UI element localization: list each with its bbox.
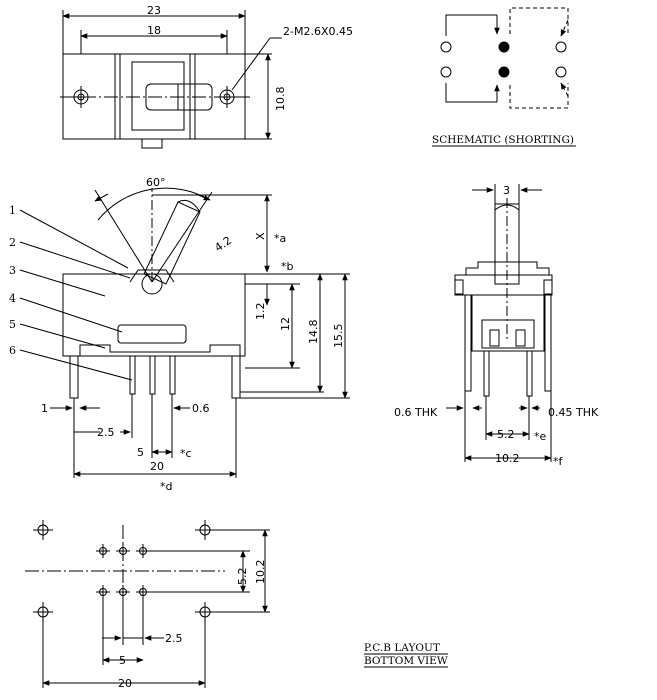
note-b: *b [281,260,294,273]
note-d: *d [160,480,172,493]
end-pin [526,350,533,397]
top-lever [145,83,213,111]
side-view [19,187,350,478]
pcb-mount-hole [33,520,53,540]
part-label-3: 3 [9,264,16,277]
pcb-dim-2-5-label: 2.5 [165,632,183,645]
note-c: *c [180,447,192,460]
pcb-dim-5-2-label: 5.2 [236,568,249,586]
dim-5-label: 5 [137,446,144,459]
end-terminal [544,294,552,392]
part-label-6: 6 [9,344,16,357]
part-label-5: 5 [9,318,16,331]
contact-terminal [440,41,452,53]
dim-23-label: 23 [147,4,161,17]
dim-1-label: 1 [41,402,48,415]
side-pin [231,355,241,399]
contact-terminal [440,66,452,78]
dim-1-2-label: 1.2 [254,303,267,321]
pcb-mount-hole [33,602,53,622]
dim-2-5-label: 2.5 [97,426,115,439]
schematic-caption: SCHEMATIC (SHORTING) [432,134,574,146]
dim-15-5-label: 15.5 [332,324,345,349]
dim-20-label: 20 [150,460,164,473]
side-pin [149,355,156,395]
side-pin [129,355,136,395]
pcb-mount-hole [195,520,215,540]
contact-terminal [555,41,567,53]
part-label-1: 1 [9,204,16,217]
top-view [60,10,282,149]
contact-terminal [555,66,567,78]
end-terminal [464,294,472,392]
note-a: *a [274,232,286,245]
pcb-pin-hole [96,585,110,599]
angle-label: 60° [146,176,166,189]
pcb-pin-hole [96,544,110,558]
note-f: *f [553,455,564,468]
thk-left-label: 0.6 THK [394,406,438,419]
tip-radius-label: 4.2 [212,234,234,255]
common-terminal [498,41,510,53]
side-pin [169,355,176,395]
dim-18-label: 18 [147,24,161,37]
pcb-caption-line2: BOTTOM VIEW [364,655,448,667]
note-e: *e [534,430,547,443]
end-body [471,294,545,352]
end-view [446,184,553,462]
pcb-pin-hole [116,585,130,599]
common-terminal [498,66,510,78]
dim-10-8-label: 10.8 [274,87,287,112]
angle-arc [97,187,211,221]
pcb-caption-line1: P.C.B LAYOUT [364,642,440,654]
end-dim-5-2-label: 5.2 [497,428,515,441]
pcb-dim-5-label: 5 [119,654,126,667]
dim-14-8-label: 14.8 [307,320,320,345]
dim-0-6-label: 0.6 [192,402,210,415]
part-label-4: 4 [9,292,16,305]
side-pin [69,355,79,399]
pcb-dim-10-2-label: 10.2 [254,560,267,585]
schematic [440,7,569,109]
part-label-2: 2 [9,236,16,249]
dim-12-label: 12 [279,317,292,331]
contact-block [117,324,187,344]
thk-right-label: 0.45 THK [548,406,599,419]
end-dim-10-2-label: 10.2 [495,452,520,465]
pcb-mount-hole [195,602,215,622]
screw-note: 2-M2.6X0.45 [283,25,353,38]
pcb-dim-20-label: 20 [118,677,132,690]
dim-3-label: 3 [503,184,510,197]
pcb-pin-hole [136,585,150,599]
pcb-pin-hole [116,544,130,558]
pcb-layout [25,520,270,688]
pcb-pin-hole [136,544,150,558]
end-top-plate [454,274,553,296]
end-pin [483,350,490,397]
dim-x-label: X [254,232,267,240]
